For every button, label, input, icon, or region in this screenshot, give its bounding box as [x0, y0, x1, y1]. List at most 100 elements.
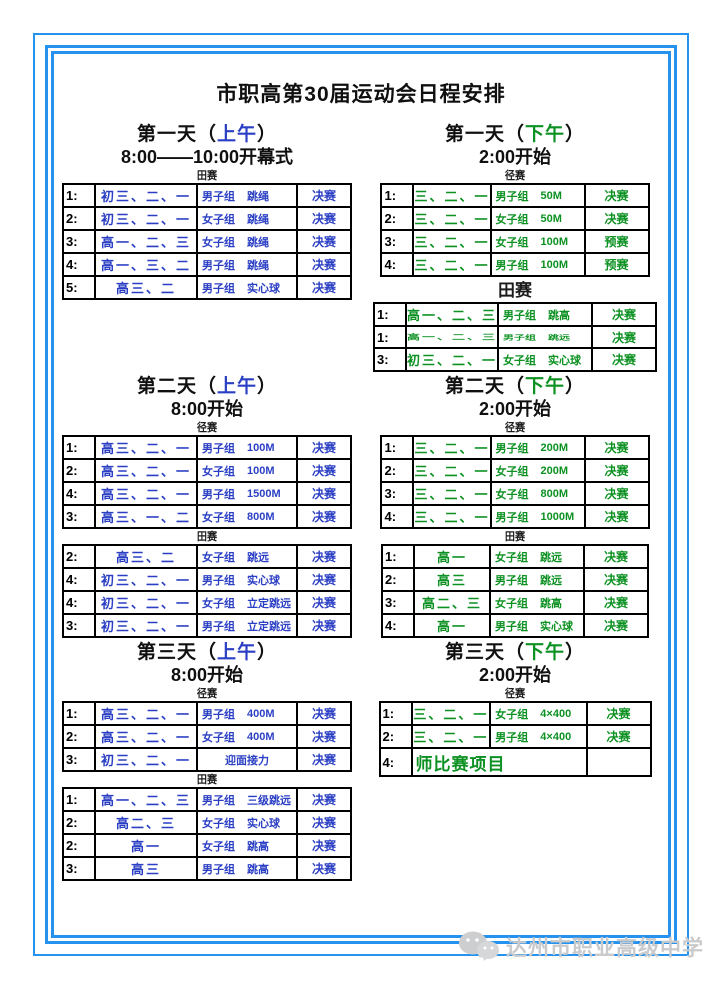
class-groups-text: 三、二、一 [414, 440, 490, 456]
result-stage-cell [585, 747, 652, 777]
result-stage-cell: 决赛 [296, 481, 352, 506]
watermark-text: 达州市职业高级中学 [506, 937, 704, 960]
class-groups-cell: 高三 [413, 567, 491, 592]
class-groups-cell: 初三、二、一 [404, 347, 500, 372]
result-stage: 决赛 [603, 619, 628, 633]
result-stage-cell: 决赛 [583, 590, 649, 615]
table-row: 2:初三、二、一女子组跳绳决赛 [62, 206, 352, 231]
gender-group: 女子组 [202, 511, 235, 524]
session-start-time: 8:00——10:00开幕式 [120, 147, 294, 167]
event-name: 实心球 [247, 817, 280, 830]
row-number: 1: [66, 440, 78, 455]
event-type-label: 田赛 [504, 531, 526, 543]
result-stage: 决赛 [604, 212, 629, 226]
result-stage-cell: 决赛 [296, 724, 352, 749]
gender-group: 男子组 [202, 863, 235, 876]
event-name: 跳绳 [247, 259, 269, 272]
class-groups-text: 高三、二 [115, 280, 176, 296]
event-cell: 女子组跳高 [196, 833, 298, 858]
result-stage: 决赛 [611, 353, 636, 367]
result-stage-cell: 决赛 [585, 724, 652, 749]
class-groups-text: 高一、二、三 [100, 792, 191, 808]
event-name: 100M [540, 235, 569, 248]
event-cell-inner: 女子组跳远 [492, 549, 582, 565]
event-name: 50M [540, 212, 562, 225]
event-type-label: 田赛 [498, 281, 532, 300]
class-groups-text: 三、二、一 [414, 486, 490, 502]
class-groups-text: 高一、二、三 [406, 332, 497, 342]
event-cell-inner: 男子组三级跳远 [199, 792, 295, 808]
row-number: 3: [384, 234, 397, 249]
gender-group: 男子组 [202, 488, 235, 501]
event-name: 实心球 [247, 574, 280, 587]
class-groups-cell: 高三、二、一 [94, 458, 198, 483]
gender-group: 男子组 [202, 442, 235, 455]
event-cell: 女子组实心球 [497, 347, 593, 372]
event-type-label: 田赛 [196, 170, 218, 182]
event-name: 跳高 [247, 863, 269, 876]
result-stage: 决赛 [604, 189, 629, 203]
table-row: 3:高二、三女子组跳高决赛 [381, 590, 649, 615]
row-number-cell: 3: [372, 347, 407, 372]
session-start-time: 2:00开始 [478, 399, 552, 419]
row-number-cell: 1: [380, 435, 415, 460]
event-cell-inner: 女子组实心球 [199, 815, 295, 831]
event-name: 100M [247, 441, 275, 454]
class-groups-text: 高三、二、一 [100, 486, 191, 502]
row-number: 3: [376, 352, 389, 367]
result-stage: 预赛 [604, 258, 629, 272]
result-stage: 决赛 [311, 839, 336, 853]
row-number-cell: 1: [380, 183, 415, 208]
heading-time-of-day: 上午 [216, 642, 257, 663]
row-number-cell: 3: [62, 856, 96, 881]
event-cell: 女子组跳高 [489, 590, 585, 615]
event-type-label: 径赛 [196, 688, 218, 700]
result-stage-cell: 决赛 [583, 613, 649, 638]
event-name: 跳远 [540, 574, 562, 587]
class-groups-text: 高三 [436, 572, 467, 588]
event-name: 400M [247, 730, 275, 743]
row-number: 3: [66, 861, 78, 876]
row-number: 1: [376, 307, 389, 322]
gender-group: 女子组 [495, 236, 529, 249]
result-stage: 决赛 [311, 212, 336, 226]
table-row: 1:初三、二、一男子组跳绳决赛 [62, 183, 352, 208]
inner-border-frame [45, 45, 677, 944]
heading-text: 第一天（ [136, 124, 217, 145]
class-groups-cell: 高一 [413, 613, 491, 638]
merged-event-cell: 师比赛项目 [410, 747, 588, 777]
event-name: 400M [247, 707, 275, 720]
event-cell: 男子组实心球 [196, 567, 298, 592]
row-number-cell: 2: [378, 724, 413, 749]
class-groups-cell: 高一 [413, 544, 491, 569]
session-start-time: 8:00开始 [170, 665, 244, 685]
gender-group: 男子组 [202, 259, 235, 272]
class-groups-text: 三、二、一 [413, 706, 489, 722]
row-number-cell: 1: [62, 701, 96, 726]
class-groups-cell: 高一、二、三 [94, 229, 198, 254]
event-name: 100M [247, 464, 275, 477]
row-number-cell: 2: [381, 567, 415, 592]
table-row: 5:高三、二男子组实心球决赛 [62, 275, 352, 300]
event-name: 800M [540, 487, 569, 500]
gender-group: 女子组 [202, 236, 235, 249]
class-groups-cell: 高一、二、三 [404, 325, 500, 349]
event-type-label: 田赛 [196, 774, 218, 786]
row-number-cell: 3: [380, 229, 415, 254]
class-groups-text: 三、二、一 [413, 729, 489, 745]
heading-text: ） [257, 124, 278, 145]
class-groups-text: 三、二、一 [414, 188, 490, 204]
